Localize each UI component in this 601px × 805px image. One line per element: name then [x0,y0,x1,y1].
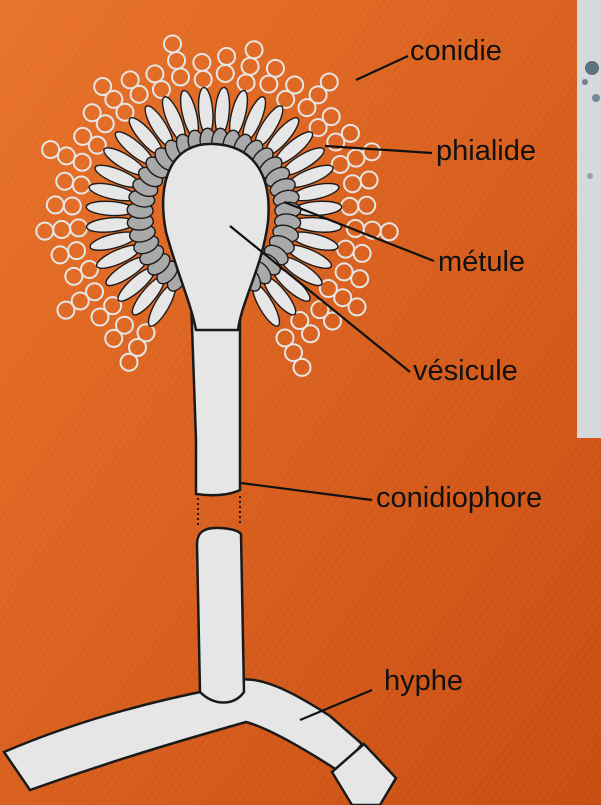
label-metule: métule [438,246,525,278]
label-conidie: conidie [410,35,502,67]
inset-micrograph-panel [577,0,601,438]
label-vesicule: vésicule [413,355,518,387]
label-phialide: phialide [436,135,536,167]
label-conidiophore: conidiophore [376,482,542,514]
conidiophore-stalk [190,270,244,703]
label-hyphe: hyphe [384,665,463,697]
